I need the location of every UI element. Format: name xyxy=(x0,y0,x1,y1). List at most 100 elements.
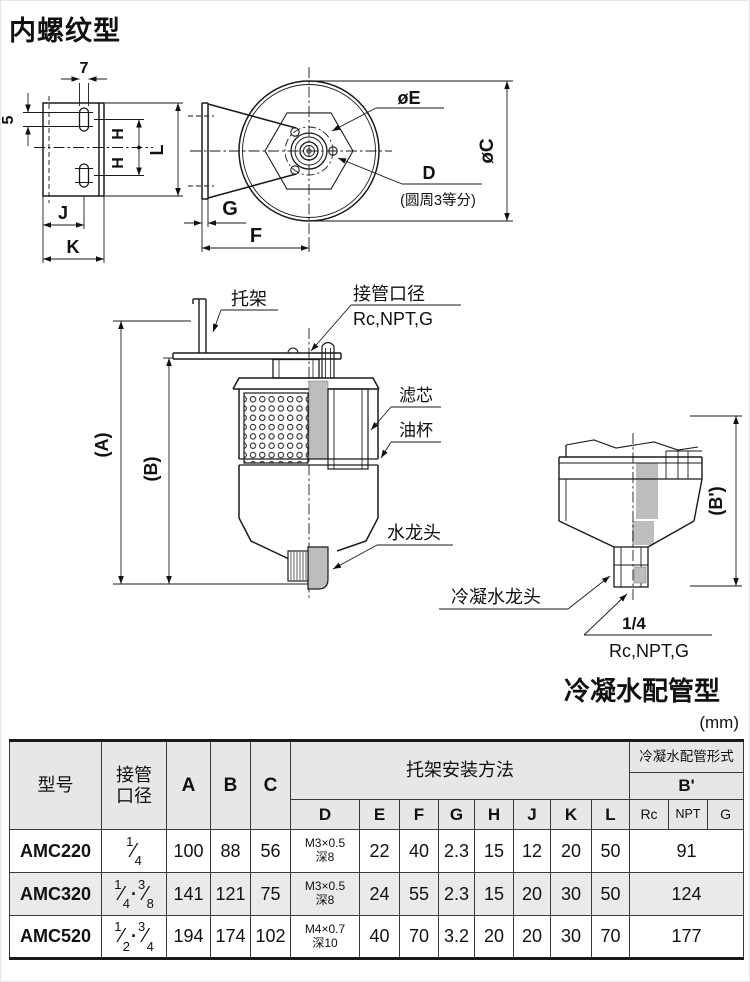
col-g: G xyxy=(438,799,475,830)
condensate-view-drawing: (B') 冷凝水龙头 1/4 Rc,NPT,G 冷凝水配管型 xyxy=(439,415,742,706)
spec-table-wrap: 型号 接管口径 A B C 托架安装方法 冷凝水配管形式 B' D E F G … xyxy=(9,739,745,960)
cell-b: 88 xyxy=(210,829,251,873)
label-bowl: 油杯 xyxy=(399,421,433,440)
cell-g: 3.2 xyxy=(438,915,475,959)
col-d: D xyxy=(290,799,360,830)
label-bracket: 托架 xyxy=(231,289,267,309)
cell-a: 141 xyxy=(166,872,211,916)
side-view-drawing: øE D (圆周3等分) øC G F xyxy=(184,67,513,252)
dim-j: J xyxy=(58,203,68,223)
col-k: K xyxy=(550,799,592,830)
cell-b-prime: 177 xyxy=(628,915,745,959)
cell-c: 102 xyxy=(250,915,291,959)
cell-port: 1⁄4 xyxy=(101,829,167,873)
col-port: 接管口径 xyxy=(101,740,167,830)
cell-b: 174 xyxy=(210,915,251,959)
col-thread-g: G xyxy=(706,799,745,830)
col-h: H xyxy=(474,799,514,830)
cell-g: 2.3 xyxy=(438,829,475,873)
cell-b-prime: 124 xyxy=(628,872,745,916)
cell-b-prime: 91 xyxy=(628,829,745,873)
cell-h: 20 xyxy=(474,915,514,959)
dim-l: L xyxy=(147,145,167,156)
units-label: (mm) xyxy=(699,713,739,732)
cell-h: 15 xyxy=(474,872,514,916)
cell-model: AMC320 xyxy=(9,872,102,916)
cell-k: 30 xyxy=(550,872,592,916)
dim-b-prime: (B') xyxy=(706,486,726,515)
col-npt: NPT xyxy=(668,799,708,830)
dim-h-lower: H xyxy=(110,157,127,169)
dim-5: 5 xyxy=(0,115,17,124)
condensate-view-caption: 冷凝水配管型 xyxy=(564,676,720,706)
dim-oc: øC xyxy=(477,138,498,164)
cell-j: 12 xyxy=(513,829,551,873)
col-j: J xyxy=(513,799,551,830)
cell-f: 55 xyxy=(399,872,439,916)
col-group-bracket: 托架安装方法 xyxy=(290,740,630,800)
cell-c: 75 xyxy=(250,872,291,916)
dim-b: (B) xyxy=(141,457,161,482)
col-l: L xyxy=(591,799,630,830)
cell-e: 22 xyxy=(359,829,400,873)
col-b: B xyxy=(210,740,251,830)
cell-model: AMC220 xyxy=(9,829,102,873)
label-port-threads: Rc,NPT,G xyxy=(353,309,433,329)
col-group-condensate: 冷凝水配管形式 xyxy=(628,740,745,773)
spec-table: 型号 接管口径 A B C 托架安装方法 冷凝水配管形式 B' D E F G … xyxy=(9,739,745,960)
col-e: E xyxy=(359,799,400,830)
col-c: C xyxy=(250,740,291,830)
cell-l: 50 xyxy=(591,872,630,916)
dim-a: (A) xyxy=(92,433,112,458)
col-rc: Rc xyxy=(629,799,669,830)
label-port: 接管口径 xyxy=(353,284,425,304)
label-element: 滤芯 xyxy=(399,386,433,405)
col-model: 型号 xyxy=(9,740,102,830)
dim-g: G xyxy=(222,198,238,220)
spec-table-head: 型号 接管口径 A B C 托架安装方法 冷凝水配管形式 B' D E F G … xyxy=(9,740,745,830)
cell-g: 2.3 xyxy=(438,872,475,916)
cell-f: 70 xyxy=(399,915,439,959)
cell-k: 30 xyxy=(550,915,592,959)
cell-l: 70 xyxy=(591,915,630,959)
bracket-front-view-drawing: 7 5 H H L J K xyxy=(0,60,183,263)
col-a: A xyxy=(166,740,211,830)
cell-b: 121 xyxy=(210,872,251,916)
dim-f: F xyxy=(250,225,262,247)
label-condensate-drain: 冷凝水龙头 xyxy=(451,587,541,607)
dim-d: D xyxy=(423,163,436,183)
dim-k: K xyxy=(67,237,80,257)
cell-port: 1⁄2·3⁄4 xyxy=(101,915,167,959)
label-drain-size: 1/4 xyxy=(622,614,646,633)
page-title: 内螺纹型 xyxy=(9,16,121,46)
dim-7: 7 xyxy=(80,60,89,77)
col-port-label: 接管口径 xyxy=(116,764,152,806)
cell-e: 40 xyxy=(359,915,400,959)
cell-f: 40 xyxy=(399,829,439,873)
cell-c: 56 xyxy=(250,829,291,873)
label-drain: 水龙头 xyxy=(387,523,441,543)
cell-a: 194 xyxy=(166,915,211,959)
cell-j: 20 xyxy=(513,915,551,959)
label-drain-threads: Rc,NPT,G xyxy=(609,641,689,661)
dim-h-upper: H xyxy=(110,128,127,140)
cell-port: 1⁄4·3⁄8 xyxy=(101,872,167,916)
cell-model: AMC520 xyxy=(9,915,102,959)
cell-j: 20 xyxy=(513,872,551,916)
col-b-prime: B' xyxy=(628,772,745,800)
dim-d-note: (圆周3等分) xyxy=(400,191,476,209)
cell-a: 100 xyxy=(166,829,211,873)
cell-e: 24 xyxy=(359,872,400,916)
cell-k: 20 xyxy=(550,829,592,873)
cross-section-drawing: (A) (B) 托架 接管口径 Rc,NPT,G 滤芯 油杯 水龙头 xyxy=(92,284,461,599)
cell-h: 15 xyxy=(474,829,514,873)
dim-oe: øE xyxy=(397,88,420,108)
